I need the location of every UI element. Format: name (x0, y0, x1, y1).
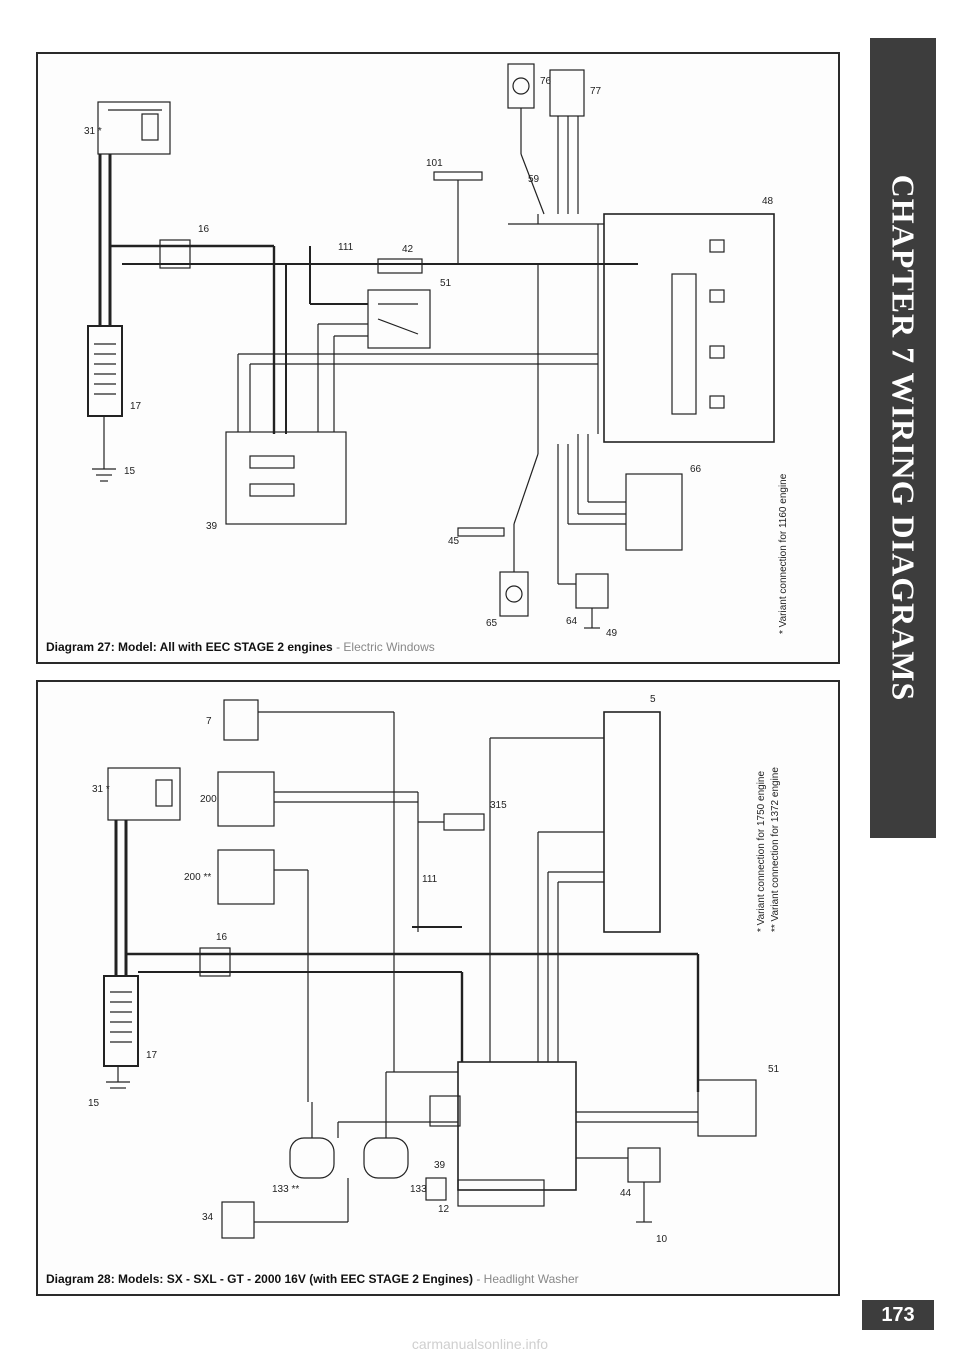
label-34: 34 (202, 1212, 214, 1223)
diagram-28-schematic: 7 31 * 200 200 ** 16 17 15 315 111 5 51 … (88, 694, 781, 1245)
label-59: 59 (528, 174, 540, 185)
label-200-variant: 200 ** (184, 872, 211, 883)
label-17: 17 (130, 401, 142, 412)
battery-17 (87, 325, 123, 417)
battery-17 (103, 975, 139, 1067)
control-unit-48 (603, 213, 775, 443)
module-39 (457, 1061, 577, 1191)
diagram-28-title: Diagram 28: Models: SX - SXL - GT - 2000… (46, 1272, 473, 1286)
label-133: 133 (410, 1184, 427, 1195)
variant-note-28-b: ** Variant connection for 1372 engine (770, 767, 781, 932)
label-10: 10 (656, 1234, 668, 1245)
label-76: 76 (540, 76, 552, 87)
diagram-28-caption: Diagram 28: Models: SX - SXL - GT - 2000… (46, 1272, 579, 1286)
motor-77 (549, 69, 585, 117)
label-31: 31 * (92, 784, 110, 795)
label-39: 39 (434, 1160, 446, 1171)
label-42: 42 (402, 244, 414, 255)
label-65: 65 (486, 618, 498, 629)
control-unit-5 (603, 711, 661, 933)
component-31-box (97, 101, 171, 155)
label-111: 111 (338, 242, 354, 253)
label-17: 17 (146, 1050, 158, 1061)
chapter-title: CHAPTER 7 WIRING DIAGRAMS (885, 174, 922, 702)
pump-133-variant (289, 1137, 335, 1179)
diagram-27-schematic: 31 * 16 17 15 39 111 42 51 101 59 76 77 … (84, 63, 789, 639)
diagram-27-title: Diagram 27: Model: All with EEC STAGE 2 … (46, 640, 333, 654)
watermark-text: carmanualsonline.info (411, 1336, 549, 1352)
relay-200 (217, 771, 275, 827)
label-51: 51 (768, 1064, 780, 1075)
label-44: 44 (620, 1188, 632, 1199)
diagram-28-panel: 7 31 * 200 200 ** 16 17 15 315 111 5 51 … (36, 680, 840, 1296)
component-51 (367, 289, 431, 349)
page-number: 173 (862, 1300, 934, 1330)
label-5: 5 (650, 694, 656, 705)
relay-200-variant (217, 849, 275, 905)
switch-66 (625, 473, 683, 551)
component-31-box (107, 767, 181, 821)
label-31: 31 * (84, 126, 102, 137)
connector-42 (377, 258, 423, 274)
label-15: 15 (124, 466, 136, 477)
diagram-28-subtitle: - Headlight Washer (476, 1272, 579, 1286)
motor-76 (507, 63, 535, 109)
label-77: 77 (590, 86, 602, 97)
component-44 (627, 1147, 661, 1183)
switch-51 (697, 1079, 757, 1137)
label-133-variant: 133 ** (272, 1184, 299, 1195)
module-39 (225, 431, 347, 525)
component-315 (443, 813, 485, 831)
label-51: 51 (440, 278, 452, 289)
label-12: 12 (438, 1204, 450, 1215)
variant-note-28-a: * Variant connection for 1750 engine (756, 771, 767, 932)
diagram-27-panel: 31 * 16 17 15 39 111 42 51 101 59 76 77 … (36, 52, 840, 664)
label-16: 16 (198, 224, 210, 235)
diagram-27-subtitle: - Electric Windows (336, 640, 435, 654)
variant-note-27: * Variant connection for 1160 engine (778, 473, 789, 634)
label-200: 200 (200, 794, 217, 805)
connector-45 (457, 527, 505, 537)
component-34 (221, 1201, 255, 1239)
diagram-27-caption: Diagram 27: Model: All with EEC STAGE 2 … (46, 640, 435, 654)
component-7 (223, 699, 259, 741)
label-48: 48 (762, 196, 774, 207)
label-7: 7 (206, 716, 212, 727)
motor-65 (499, 571, 529, 617)
label-45: 45 (448, 536, 460, 547)
label-101: 101 (426, 158, 443, 169)
label-66: 66 (690, 464, 702, 475)
component-64 (575, 573, 609, 609)
fuse-16 (159, 239, 191, 269)
connector-101 (433, 171, 483, 181)
chapter-side-tab: CHAPTER 7 WIRING DIAGRAMS (870, 38, 936, 838)
label-39: 39 (206, 521, 218, 532)
label-15: 15 (88, 1098, 100, 1109)
label-16: 16 (216, 932, 228, 943)
fuse-16 (199, 947, 231, 977)
label-49: 49 (606, 628, 618, 639)
label-111: 111 (422, 874, 438, 885)
label-315: 315 (490, 800, 507, 811)
component-11 (425, 1177, 447, 1201)
label-64: 64 (566, 616, 578, 627)
pump-133 (363, 1137, 409, 1179)
